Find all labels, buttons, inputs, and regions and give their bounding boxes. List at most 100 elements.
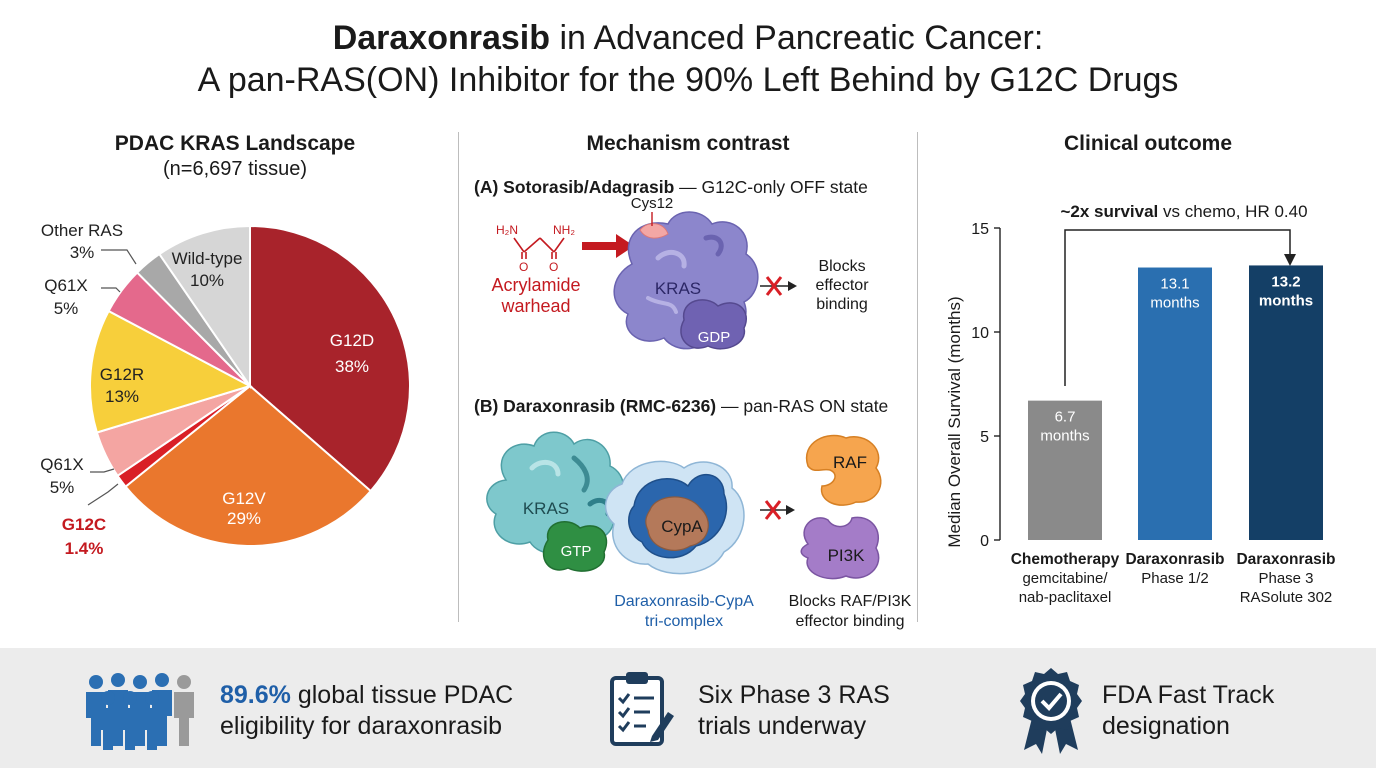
blocked-arrow-b-icon xyxy=(760,500,795,520)
x-category-label: Daraxonrasib xyxy=(1236,551,1335,568)
y-tick-label: 0 xyxy=(980,533,989,550)
bar-unit-label: months xyxy=(1259,292,1313,309)
svg-text:(A) Sotorasib/Adagrasib — G12C: (A) Sotorasib/Adagrasib — G12C-only OFF … xyxy=(474,177,868,197)
pie-label-g12v: G12V xyxy=(222,489,266,508)
pie-slice-g12v xyxy=(124,384,373,547)
pie-pct-g12d: 38% xyxy=(335,357,369,376)
pie-pct-q61x-upper: 5% xyxy=(54,299,79,318)
title-rest: in Advanced Pancreatic Cancer: xyxy=(550,19,1044,57)
gdp-label: GDP xyxy=(698,329,731,346)
mech-b-heading-rest: — pan-RAS ON state xyxy=(716,396,888,416)
blocks-b-line2: effector binding xyxy=(795,613,904,630)
pie-slice-g12r xyxy=(89,309,253,434)
hr-bracket-arrowhead xyxy=(1284,254,1296,266)
eligibility-percent: 89.6% xyxy=(220,681,291,709)
pie-pct-g12r: 13% xyxy=(105,387,139,406)
pie-panel-title: PDAC KRAS Landscape xyxy=(114,132,356,155)
blocks-b-line1: Blocks RAF/PI3K xyxy=(789,593,912,610)
mech-a-heading-rest: — G12C-only OFF state xyxy=(674,177,868,197)
pie-pct-g12v: 29% xyxy=(227,509,261,528)
hr-annotation: ~2x survival vs chemo, HR 0.40 xyxy=(1060,202,1307,221)
complex-label-2: tri-complex xyxy=(645,613,723,630)
pie-pct-other-ras: 3% xyxy=(70,243,95,262)
footer-trials-text: Six Phase 3 RAS trials underway xyxy=(698,681,890,740)
blocks-a-line1: Blocks xyxy=(818,258,865,275)
gtp-blob-icon xyxy=(542,521,608,572)
y-tick-label: 15 xyxy=(971,221,989,238)
mech-a-heading-bold: (A) Sotorasib/Adagrasib xyxy=(474,177,674,197)
pie-label-g12c: G12C xyxy=(62,515,106,534)
kras-pie-chart: G12D 38% G12V 29% G12C 1.4% Q61X 5% G12R… xyxy=(40,221,411,558)
blocks-a-line2: effector xyxy=(815,277,869,294)
pie-label-g12r: G12R xyxy=(100,365,144,384)
y-tick-label: 5 xyxy=(980,429,989,446)
pi3k-label: PI3K xyxy=(828,546,866,565)
acrylamide-h2n: H₂N xyxy=(496,223,518,237)
blocks-a-line3: binding xyxy=(816,296,868,313)
acrylamide-o2: O xyxy=(549,260,558,274)
people-group-icon xyxy=(86,673,194,750)
x-category-sub1: gemcitabine/ xyxy=(1022,570,1108,587)
footer-eligibility-text: 89.6% global tissue PDAC eligibility for… xyxy=(220,681,514,740)
complex-label-1: Daraxonrasib-CypA xyxy=(614,593,754,610)
svg-text:(B) Daraxonrasib (RMC-6236) —: (B) Daraxonrasib (RMC-6236) — pan-RAS ON… xyxy=(474,396,888,416)
kras-a-label: KRAS xyxy=(655,279,701,298)
eligibility-line2: eligibility for daraxonrasib xyxy=(220,712,503,740)
kras-b-label: KRAS xyxy=(523,499,569,518)
acrylamide-o1: O xyxy=(519,260,528,274)
pie-slice-g12d xyxy=(249,224,411,493)
outcome-title: Clinical outcome xyxy=(1063,132,1233,155)
cypa-complex-icon xyxy=(604,460,745,575)
warhead-label-1: Acrylamide xyxy=(491,275,580,295)
raf-label: RAF xyxy=(833,453,867,472)
mech-b-heading-bold: (B) Daraxonrasib (RMC-6236) xyxy=(474,396,716,416)
blocked-arrow-a-icon xyxy=(760,276,797,296)
mechanism-title: Mechanism contrast xyxy=(586,132,790,155)
bar-2 xyxy=(1249,265,1323,540)
page-subtitle: A pan-RAS(ON) Inhibitor for the 90% Left… xyxy=(197,61,1179,99)
pie-slice-wild-type xyxy=(158,224,251,390)
gdp-blob-icon xyxy=(680,299,747,350)
y-axis-label: Median Overall Survival (months) xyxy=(945,296,964,547)
x-category-sub2: RASolute 302 xyxy=(1240,589,1333,606)
x-category-label: Chemotherapy xyxy=(1011,551,1120,568)
acrylamide-structure-icon xyxy=(513,237,565,259)
page-title: Daraxonrasib in Advanced Pancreatic Canc… xyxy=(0,18,1376,58)
hr-bracket xyxy=(1064,229,1291,386)
warhead-label-2: warhead xyxy=(500,296,570,316)
cys12-label: Cys12 xyxy=(631,195,674,212)
pie-label-g12d: G12D xyxy=(330,331,374,350)
panel-divider-2 xyxy=(917,132,918,622)
bar-1 xyxy=(1138,267,1212,540)
pie-pct-q61x-lower: 5% xyxy=(50,478,75,497)
pie-pct-g12c: 1.4% xyxy=(65,539,104,558)
pie-pct-wild-type: 10% xyxy=(190,271,224,290)
cypa-label: CypA xyxy=(661,517,703,536)
pie-label-other-ras: Other RAS xyxy=(41,221,123,240)
pie-label-wild-type: Wild-type xyxy=(172,249,243,268)
warhead-arrow-icon xyxy=(582,234,634,258)
x-category-sub1: Phase 3 xyxy=(1258,570,1313,587)
x-category-sub1: Phase 1/2 xyxy=(1141,570,1209,587)
x-category-sub2: nab-paclitaxel xyxy=(1019,589,1112,606)
bar-value-label: 13.2 xyxy=(1271,273,1300,290)
gtp-label: GTP xyxy=(561,543,592,560)
clipboard-checklist-icon xyxy=(610,672,674,746)
bar-value-label: 6.7 xyxy=(1055,409,1076,426)
pie-panel-subtitle: (n=6,697 tissue) xyxy=(163,158,307,180)
pi3k-effector-icon xyxy=(800,516,880,580)
footer-bar: 89.6% global tissue PDAC eligibility for… xyxy=(0,648,1376,768)
x-category-label: Daraxonrasib xyxy=(1125,551,1224,568)
mechanism-diagram: (A) Sotorasib/Adagrasib — G12C-only OFF … xyxy=(474,177,912,630)
pie-label-q61x-upper: Q61X xyxy=(44,276,87,295)
bar-unit-label: months xyxy=(1040,428,1089,445)
award-badge-icon xyxy=(1020,668,1082,754)
title-drug: Daraxonrasib xyxy=(332,19,551,57)
raf-effector-icon xyxy=(805,434,882,506)
bar-unit-label: months xyxy=(1150,295,1199,312)
pie-label-q61x-lower: Q61X xyxy=(40,455,83,474)
bar-0 xyxy=(1028,400,1102,540)
panel-divider-1 xyxy=(458,132,459,622)
y-tick-label: 10 xyxy=(971,325,989,342)
footer-fda-text: FDA Fast Track designation xyxy=(1102,681,1275,740)
